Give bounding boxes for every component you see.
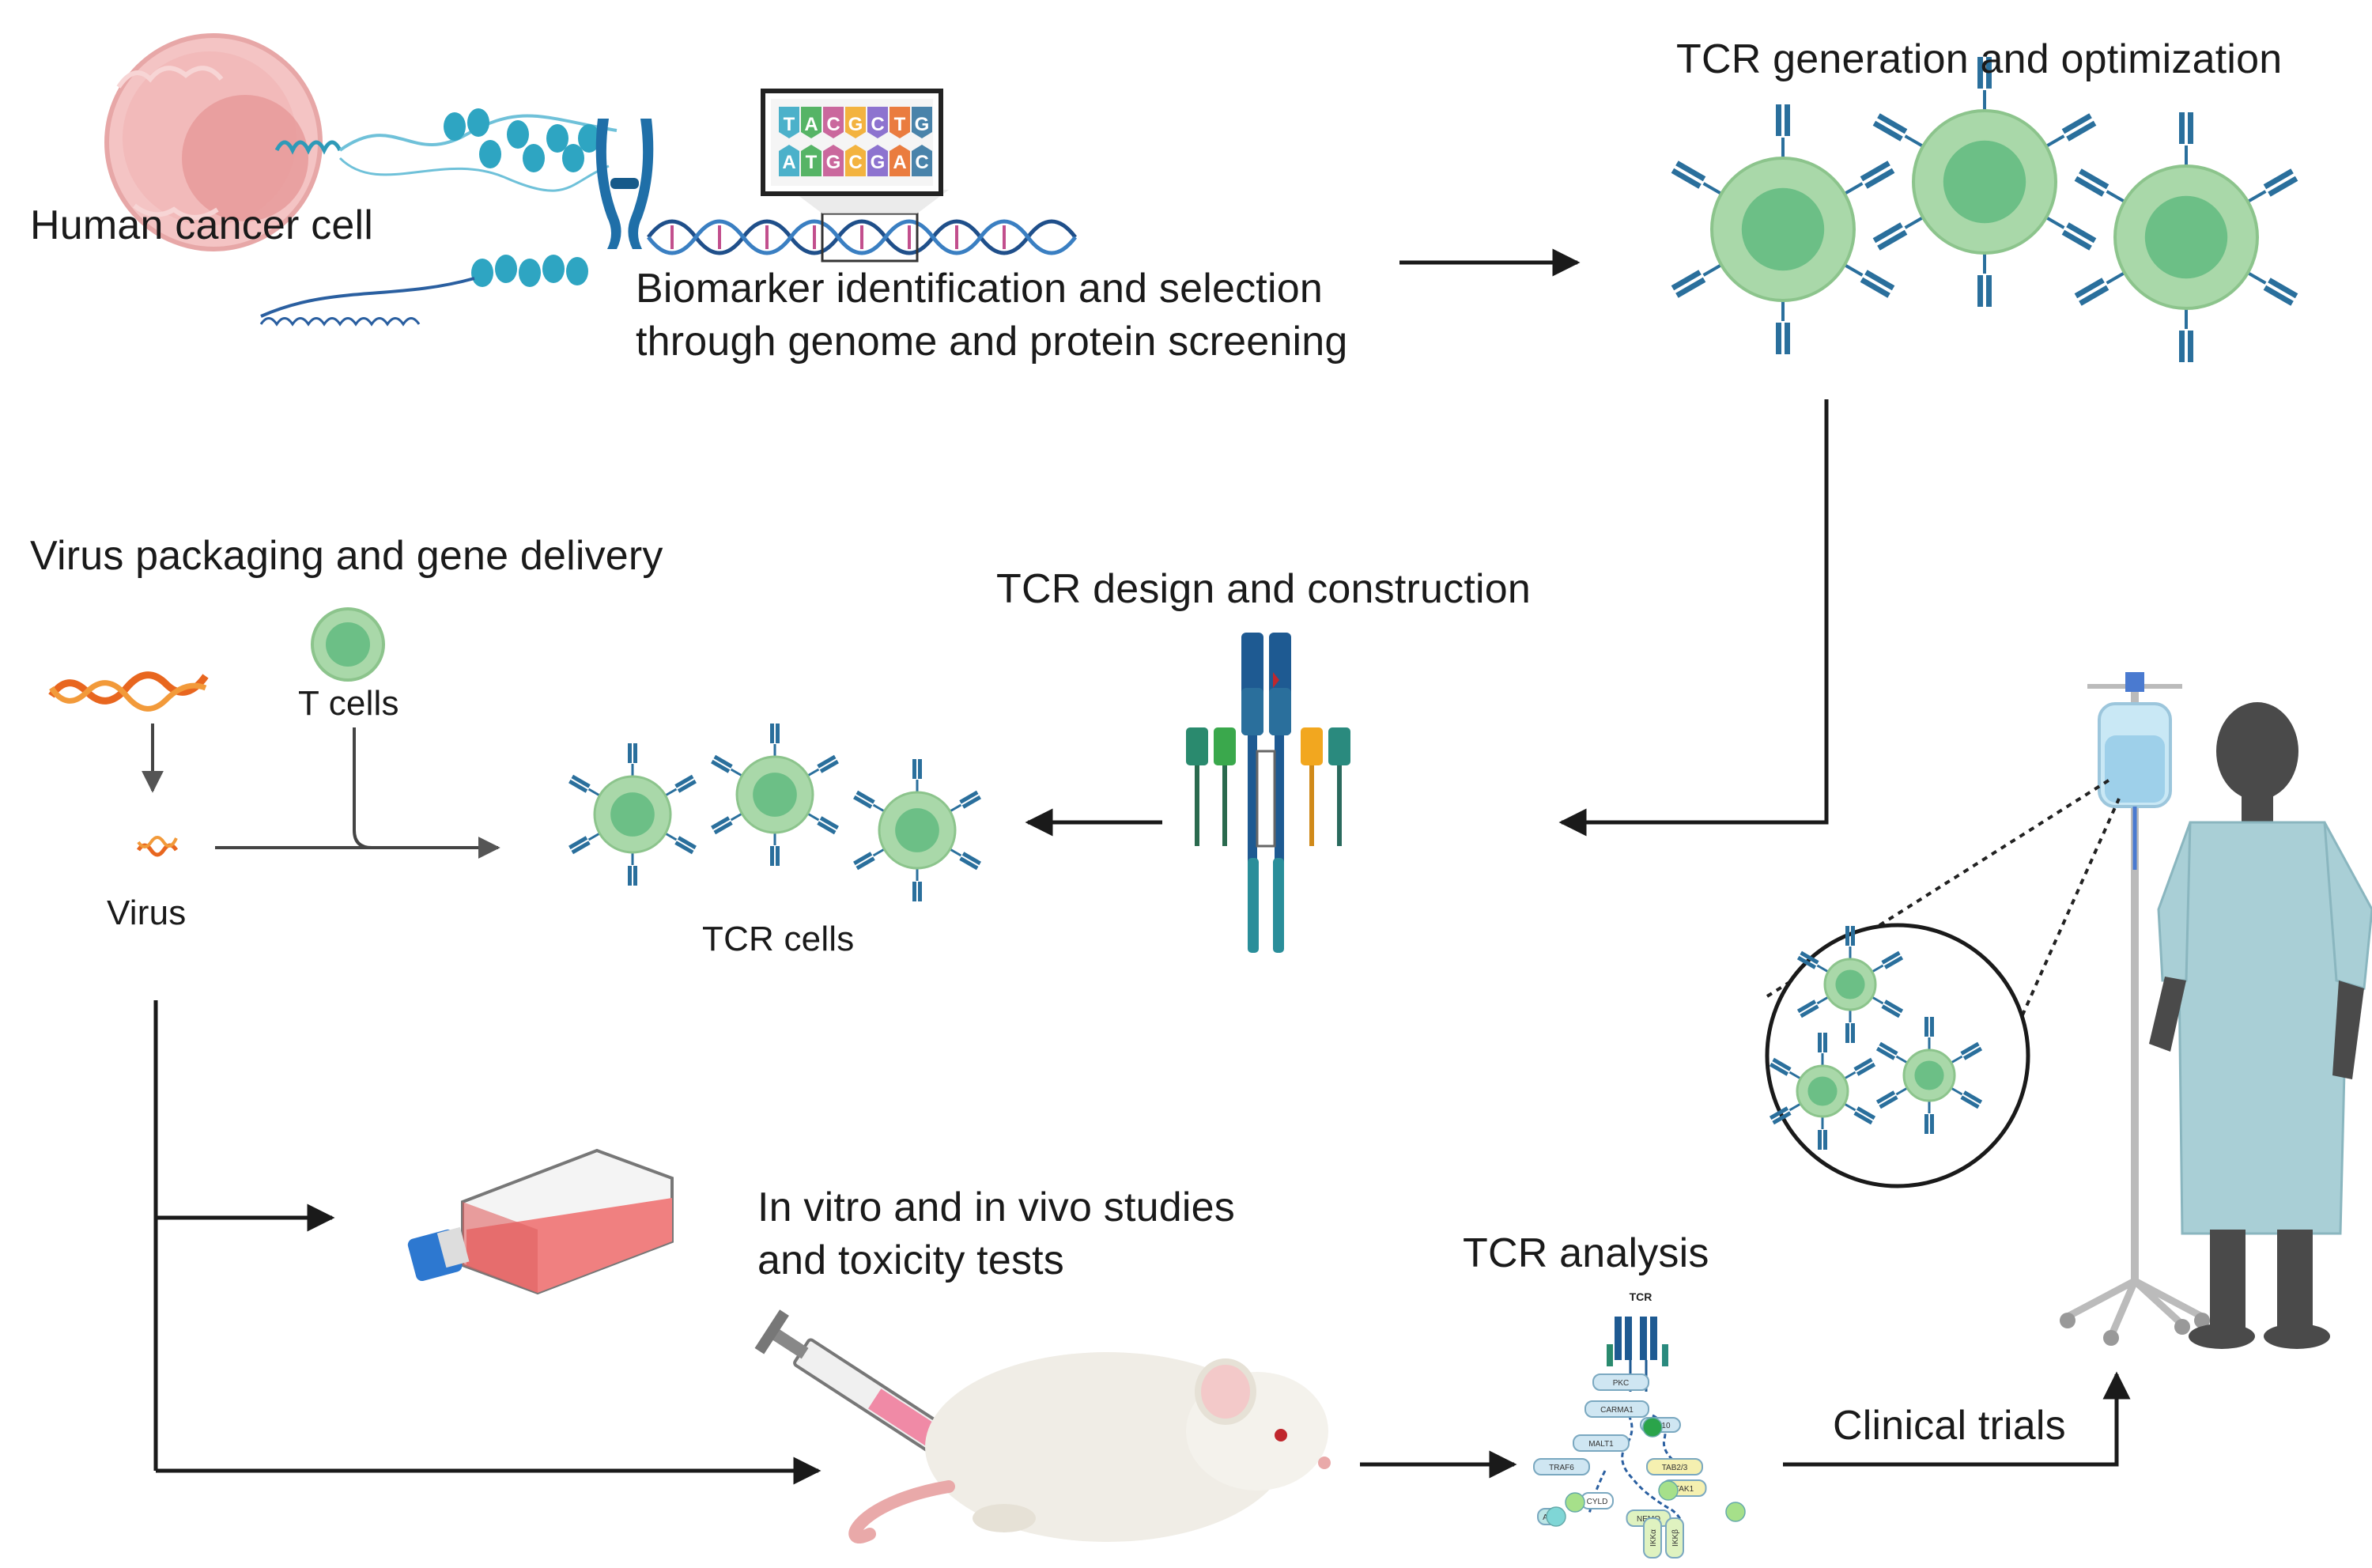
dna-base-letter: A	[804, 114, 818, 135]
dna-base-letter: G	[848, 114, 863, 135]
label-tcr-analysis: TCR analysis	[1463, 1230, 1709, 1276]
dna-base-block	[912, 145, 932, 176]
zoom-cell	[1796, 924, 1905, 1045]
cell-culture-flask-icon	[407, 1148, 674, 1295]
svg-text:TCR: TCR	[1630, 1290, 1652, 1303]
dna-base-block	[890, 145, 910, 176]
dna-base-letter: A	[893, 152, 906, 173]
dna-base-block	[823, 107, 844, 138]
label-t-cells: T cells	[298, 684, 399, 723]
pathway-dot	[1642, 1417, 1663, 1438]
label-virus: Virus	[107, 894, 187, 932]
tcr-generation-cell	[1669, 103, 1897, 356]
human-cancer-cell-illustration	[104, 33, 618, 251]
pathway-dot	[1658, 1480, 1679, 1501]
dna-base-block	[779, 145, 799, 176]
dna-base-block	[779, 107, 799, 138]
label-virus-packaging: Virus packaging and gene delivery	[30, 533, 663, 579]
tcr-cell	[709, 722, 840, 867]
label-tcr-generation: TCR generation and optimization	[1676, 36, 2283, 82]
dna-base-block	[867, 107, 888, 138]
t-cell-icon	[311, 607, 385, 682]
flow-arrows	[153, 248, 2131, 1485]
dna-base-letter: G	[826, 152, 841, 173]
chromosome-icon	[595, 119, 654, 249]
tcr-generation-cell	[1871, 55, 2098, 308]
pathway-node-label: IKKβ	[1671, 1529, 1680, 1547]
pathway-node-label: MALT1	[1588, 1440, 1614, 1449]
tcr-structure-icon	[1186, 633, 1350, 953]
tcr-cell	[852, 758, 983, 903]
tcr-cells-group	[567, 55, 2300, 903]
dna-base-letter: C	[871, 114, 884, 135]
dna-base-letter: T	[806, 152, 818, 173]
dna-base-block	[912, 107, 932, 138]
dna-base-block	[890, 107, 910, 138]
zoom-inset-cells	[1768, 924, 1984, 1151]
label-tcr-design: TCR design and construction	[996, 566, 1531, 612]
virus-delivery-arrows	[142, 724, 500, 859]
pathway-node-label: TAK1	[1675, 1485, 1694, 1494]
dna-base-block	[867, 145, 888, 176]
label-human-cancer-cell: Human cancer cell	[30, 202, 374, 248]
pathway-node-label: CYLD	[1587, 1498, 1608, 1506]
arrow-generation-to-design	[1558, 399, 1829, 837]
dna-base-block	[823, 145, 844, 176]
arrow-clinical-trials-up	[1783, 1371, 2131, 1467]
label-biomarker-line2: through genome and protein screening	[636, 319, 1348, 365]
zoom-inset	[1765, 777, 2121, 1188]
dna-base-block	[845, 145, 866, 176]
pathway-node-label: CARMA1	[1600, 1406, 1634, 1415]
pathway-node-label: TAB2/3	[1662, 1464, 1688, 1472]
pathway-dot	[1546, 1506, 1566, 1527]
pathway-node	[1643, 1517, 1662, 1559]
dna-base-letter: C	[826, 114, 840, 135]
sequencing-monitor-icon	[761, 89, 943, 196]
dna-base-letter: A	[782, 152, 795, 173]
pathway-node-label: TRAF6	[1549, 1464, 1574, 1472]
dna-strand-lower	[260, 277, 475, 318]
dna-base-letter: C	[848, 152, 862, 173]
pathway-node-label: IKKα	[1649, 1529, 1658, 1547]
tcr-cell	[567, 742, 698, 887]
tcr-generation-cell	[2072, 111, 2300, 364]
pathway-node	[1665, 1517, 1684, 1559]
dna-base-letter: G	[871, 152, 886, 173]
dna-base-letter: T	[784, 114, 795, 135]
dna-base-block	[801, 107, 822, 138]
label-in-vitro-line1: In vitro and in vivo studies	[757, 1185, 1235, 1230]
dna-base-letter: T	[894, 114, 906, 135]
pathway-node	[1646, 1458, 1703, 1475]
label-tcr-cells: TCR cells	[702, 920, 855, 958]
pathway-node	[1573, 1434, 1630, 1452]
pathway-node	[1533, 1458, 1590, 1475]
dna-base-letter: C	[915, 152, 928, 173]
zoom-cell	[1768, 1031, 1877, 1151]
zoom-cell	[1875, 1015, 1984, 1135]
iv-stand-icon	[2060, 672, 2210, 1346]
nucleosome-beads	[444, 108, 600, 287]
pathway-node	[1592, 1373, 1649, 1391]
dna-base-letter: G	[915, 114, 930, 135]
label-biomarker-line1: Biomarker identification and selection	[636, 266, 1323, 312]
pathway-node	[1584, 1400, 1649, 1418]
label-clinical-trials: Clinical trials	[1833, 1403, 2066, 1449]
pathway-dot	[1565, 1492, 1585, 1513]
label-in-vitro-line2: and toxicity tests	[757, 1237, 1064, 1283]
mouse-icon	[848, 1352, 1331, 1543]
pathway-dot	[1725, 1502, 1746, 1522]
dna-base-block	[845, 107, 866, 138]
dna-helix-icon	[647, 190, 1077, 263]
pathway-nodes: PKCCARMA1Bcl10MALT1TRAF6TAB2/3TAK1NEMOA2…	[1533, 1373, 1746, 1559]
pathway-node-label: PKC	[1613, 1379, 1630, 1388]
patient-icon	[2149, 702, 2372, 1349]
viral-dna-icon	[48, 671, 209, 857]
dna-base-block	[801, 145, 822, 176]
